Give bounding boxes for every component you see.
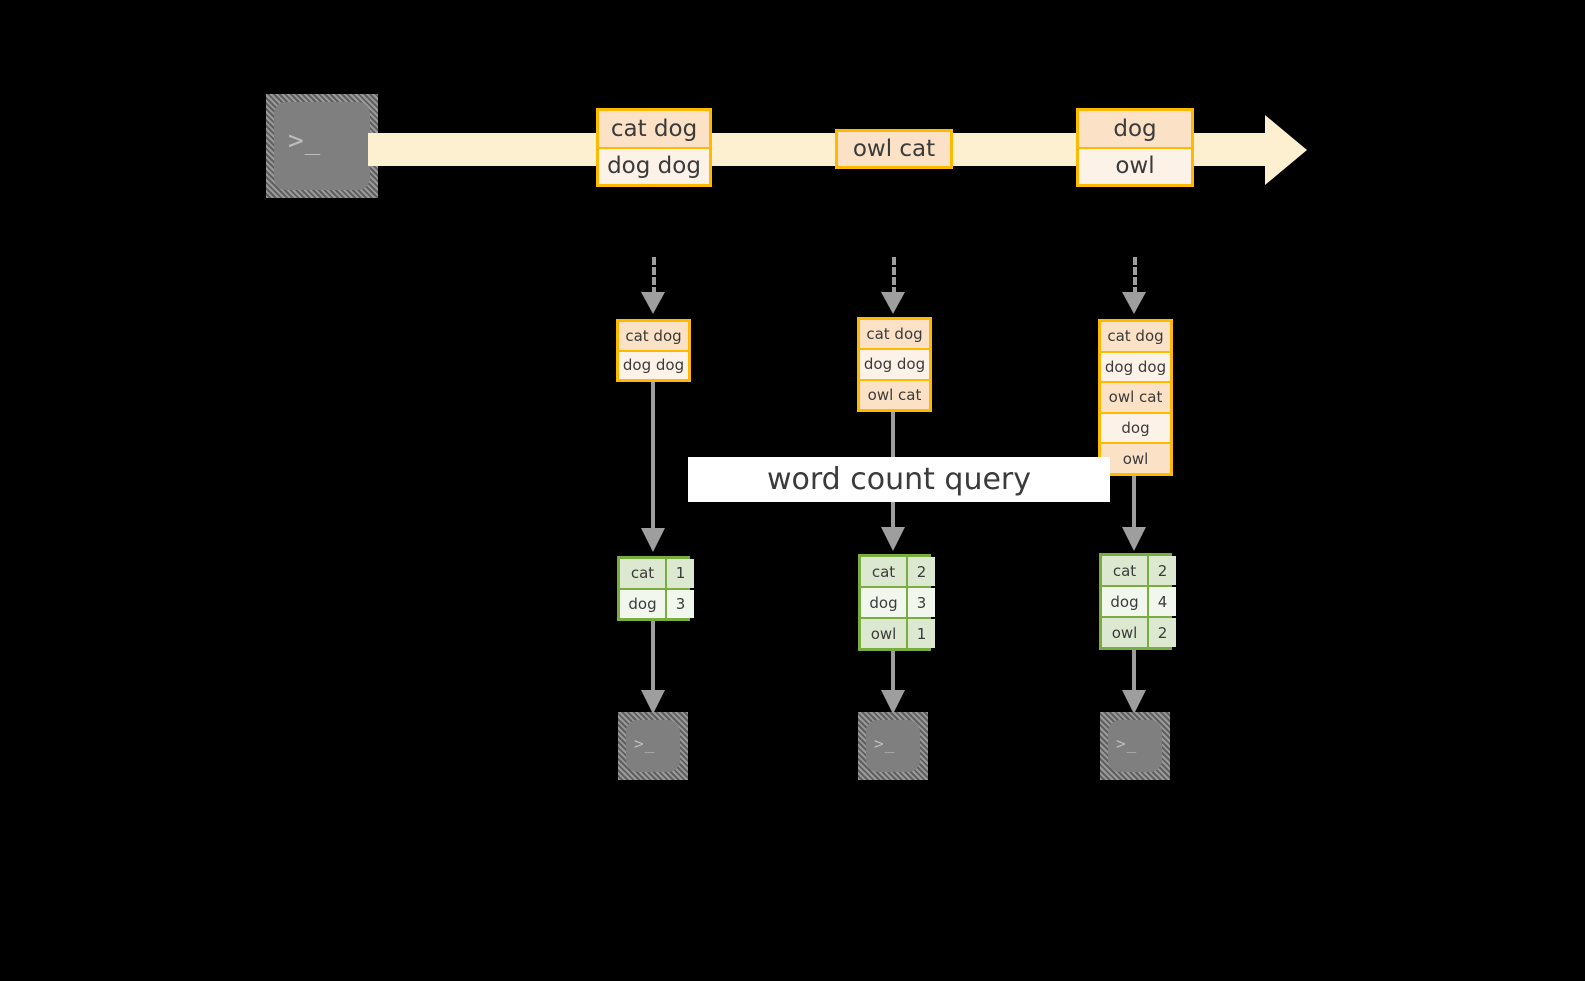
snapshot-2-feed-arrowhead (881, 292, 905, 314)
input-row: owl (1101, 442, 1170, 473)
result-word: owl (861, 619, 906, 648)
result-word: owl (1102, 618, 1147, 647)
input-stream-arrowhead (1265, 115, 1307, 185)
snapshot-2-sink-arrowhead (881, 690, 905, 714)
snapshot-2-query-arrowhead (881, 527, 905, 551)
terminal-prompt: >_ (634, 734, 656, 753)
result-count: 2 (1147, 618, 1176, 647)
table-row: cat 2 (1102, 556, 1176, 585)
result-word: dog (620, 589, 665, 618)
table-row: owl 2 (1102, 616, 1176, 647)
snapshot-3-feed-line (1133, 257, 1137, 295)
table-row: cat 1 (620, 559, 694, 588)
snapshot-1-sink-arrowhead (641, 690, 665, 714)
result-count: 2 (906, 557, 935, 586)
snapshot-2-sink-line (891, 651, 895, 695)
result-word: cat (1102, 556, 1147, 585)
table-row: cat 2 (861, 557, 935, 586)
stream-record-2[interactable]: owl cat (835, 129, 953, 169)
input-row: dog dog (619, 349, 688, 379)
stream-record-line: owl cat (838, 132, 950, 166)
snapshot-3-sink-line (1132, 650, 1136, 695)
result-word: dog (861, 588, 906, 617)
query-label: word count query (766, 462, 1032, 497)
snapshot-1-feed-line (652, 257, 656, 295)
table-row: owl 1 (861, 617, 935, 648)
table-row: dog 4 (1102, 585, 1176, 616)
terminal-body: >_ (626, 720, 680, 772)
stream-record-line: cat dog (599, 111, 709, 147)
snapshot-1-query-arrowhead (641, 528, 665, 552)
snapshot-1-query-line (651, 382, 655, 535)
input-row: cat dog (1101, 322, 1170, 351)
stream-record-line: dog (1079, 111, 1191, 147)
result-word: cat (861, 557, 906, 586)
snapshot-3-query-arrowhead (1122, 527, 1146, 551)
terminal-body: >_ (866, 720, 920, 772)
snapshot-1-sink-line (651, 621, 655, 695)
snapshot-1-feed-arrowhead (641, 292, 665, 314)
stream-record-3[interactable]: dog owl (1076, 108, 1194, 187)
snapshot-3-sink-arrowhead (1122, 690, 1146, 714)
result-word: dog (1102, 587, 1147, 616)
query-label-band: word count query (688, 457, 1110, 502)
snapshot-1-sink-terminal-icon: >_ (618, 712, 688, 780)
input-row: dog dog (860, 348, 929, 379)
input-row: cat dog (619, 322, 688, 350)
source-terminal-icon: >_ (266, 94, 378, 198)
result-count: 3 (665, 589, 694, 618)
terminal-prompt: >_ (288, 126, 322, 156)
result-count: 1 (665, 559, 694, 588)
snapshot-3-sink-terminal-icon: >_ (1100, 712, 1170, 780)
stream-record-line: dog dog (599, 146, 709, 184)
snapshot-2-input-stack[interactable]: cat dog dog dog owl cat (857, 317, 932, 412)
stream-record-1[interactable]: cat dog dog dog (596, 108, 712, 187)
terminal-prompt: >_ (1116, 734, 1138, 753)
input-row: dog dog (1101, 350, 1170, 382)
snapshot-2-feed-line (892, 257, 896, 295)
terminal-prompt: >_ (874, 734, 896, 753)
snapshot-1-input-stack[interactable]: cat dog dog dog (616, 319, 691, 382)
terminal-body: >_ (1108, 720, 1162, 772)
snapshot-2-sink-terminal-icon: >_ (858, 712, 928, 780)
input-row: cat dog (860, 320, 929, 349)
input-row: owl cat (1101, 381, 1170, 412)
table-row: dog 3 (620, 587, 694, 618)
result-count: 4 (1147, 587, 1176, 616)
result-word: cat (620, 559, 665, 588)
snapshot-1-result-table[interactable]: cat 1 dog 3 (617, 556, 694, 621)
terminal-body: >_ (274, 102, 370, 190)
result-count: 3 (906, 588, 935, 617)
table-row: dog 3 (861, 586, 935, 617)
snapshot-2-result-table[interactable]: cat 2 dog 3 owl 1 (858, 554, 935, 651)
snapshot-3-input-stack[interactable]: cat dog dog dog owl cat dog owl (1098, 319, 1173, 476)
result-count: 1 (906, 619, 935, 648)
snapshot-3-result-table[interactable]: cat 2 dog 4 owl 2 (1099, 553, 1176, 650)
result-count: 2 (1147, 556, 1176, 585)
stream-record-line: owl (1079, 146, 1191, 184)
snapshot-3-query-line (1132, 476, 1136, 534)
input-row: owl cat (860, 378, 929, 409)
input-row: dog (1101, 411, 1170, 443)
snapshot-3-feed-arrowhead (1122, 292, 1146, 314)
